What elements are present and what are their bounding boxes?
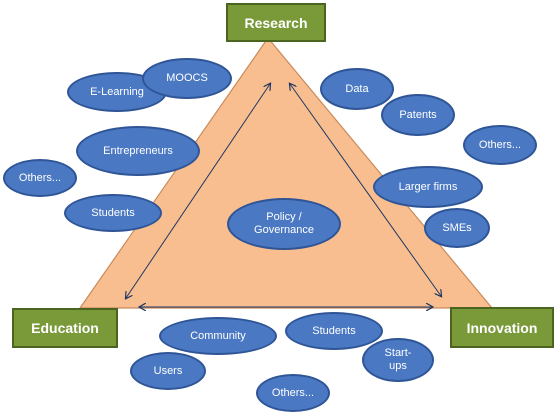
bubble-data: Data bbox=[320, 68, 394, 110]
bubble-community: Community bbox=[159, 317, 277, 355]
bubble-start-ups: Start- ups bbox=[362, 338, 434, 382]
research-box: Research bbox=[226, 3, 326, 42]
bubble-e-learning: E-Learning bbox=[67, 72, 167, 112]
education-box: Education bbox=[12, 308, 118, 348]
bubble-policy-governance: Policy / Governance bbox=[227, 198, 341, 250]
bubble-moocs: MOOCS bbox=[142, 58, 232, 99]
bubble-larger-firms: Larger firms bbox=[373, 166, 483, 208]
innovation-box: Innovation bbox=[450, 307, 554, 348]
bubble-users: Users bbox=[130, 352, 206, 390]
bubble-students-left: Students bbox=[64, 194, 162, 232]
arrow-education-research bbox=[126, 84, 270, 298]
bubble-patents: Patents bbox=[381, 94, 455, 136]
bubble-students-bottom: Students bbox=[285, 312, 383, 350]
bubble-others-right: Others... bbox=[463, 125, 537, 165]
arrow-research-innovation bbox=[290, 84, 441, 296]
bubble-others-left: Others... bbox=[3, 159, 77, 197]
bubble-entrepreneurs: Entrepreneurs bbox=[76, 126, 200, 176]
bubble-smes: SMEs bbox=[424, 208, 490, 248]
bubble-others-bottom: Others... bbox=[256, 374, 330, 412]
